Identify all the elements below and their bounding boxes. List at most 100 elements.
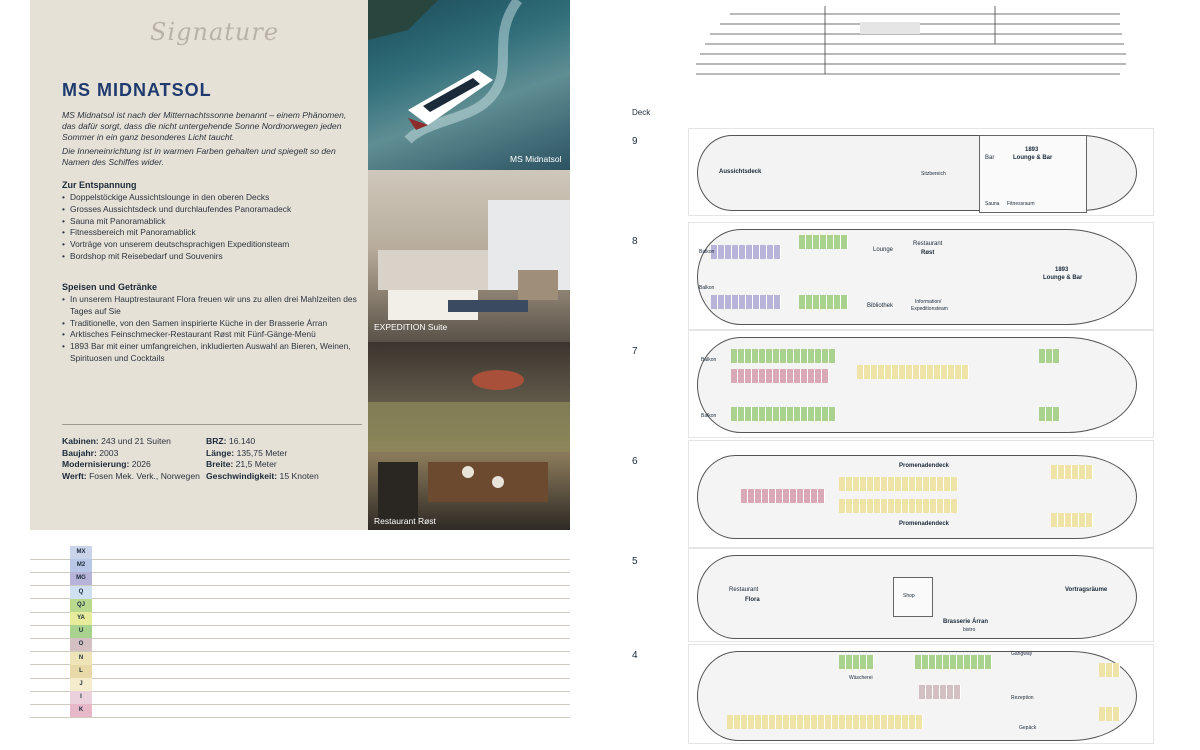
list-item: Fitnessbereich mit Panoramablick [62,227,364,239]
cabin-block [711,295,781,309]
table-row-divider [30,637,570,639]
cabin-block [731,349,836,363]
table-row-divider [30,611,570,613]
cabin-block [731,369,829,383]
room-label: Gepäck [1019,725,1037,731]
ship-side-profile [696,6,1126,75]
table-row-divider [30,624,570,626]
table-row-divider [30,690,570,692]
intro-text: MS Midnatsol ist nach der Mitternachtsso… [62,110,362,171]
room-label: Bar [985,155,995,161]
list-item: In unserem Hauptrestaurant Flora freuen … [62,294,364,318]
deck-heading: Deck [632,108,651,117]
cabin-block [799,295,848,309]
list-item: Bordshop mit Reisebedarf und Souvenirs [62,251,364,263]
signature-script: Signature [150,18,280,46]
room-label: Sitzbereich [921,171,946,177]
deck-7-plan: Balkon Balkon [688,330,1154,438]
cabin-category-code: K [70,704,92,718]
deck-number-7: 7 [632,346,638,357]
cabin-category-code: Q [70,585,92,599]
spec-speed: Geschwindigkeit: 15 Knoten [206,470,319,481]
list-item: Sauna mit Panoramablick [62,216,364,228]
cabin-block [915,655,992,669]
cabin-category-code: YA [70,612,92,625]
deck-5-plan: Restaurant Flora Shop Brasserie Árran bi… [688,548,1154,642]
table-row [96,638,566,651]
spec-beam: Breite: 21,5 Meter [206,459,277,469]
room-label: Flora [745,597,760,603]
spec-gt: BRZ: 16.140 [206,436,256,446]
room-label: Rezeption [1011,695,1034,701]
room-label: Lounge [873,247,894,253]
table-row-divider [30,664,570,666]
table-row [96,599,566,612]
spec-length: Länge: 135,75 Meter [206,447,288,458]
photo-credit [573,200,583,530]
deck-number-9: 9 [632,136,638,147]
photo-caption: EXPEDITION Suite [374,322,448,332]
cabin-block [731,407,836,421]
balcony-label: Balkon [701,413,717,419]
cabin-category-code: MX [70,546,92,559]
room-label: Lounge & Bar [1043,275,1083,281]
cabin-category-code: I [70,691,92,705]
ship-info-panel: Signature MS MIDNATSOL MS Midnatsol ist … [30,0,368,530]
spec-built: Baujahr: 2003 [62,447,119,458]
ship-photo: MS Midnatsol [368,0,570,170]
cabin-block [1039,349,1060,363]
lounge-area [979,135,1087,213]
room-label: Lounge & Bar [1013,155,1053,161]
spec-cabins: Kabinen: 243 und 21 Suiten [62,436,171,446]
table-row [96,691,566,704]
cabin-category-code: O [70,638,92,652]
cabin-block [741,489,825,503]
room-label: Vortragsräume [1065,587,1108,593]
cabin-block [1051,465,1093,479]
room-label: 1893 [1055,267,1069,273]
room-label: Promenadendeck [899,521,950,527]
room-label: Shop [903,593,915,599]
room-label: Expeditionsteam [911,306,948,312]
cabin-block [1039,407,1060,421]
restaurant-illustration [368,370,570,522]
intro-paragraph-1: MS Midnatsol ist nach der Mitternachtsso… [62,110,347,142]
balcony-label: Balkon [699,285,715,291]
table-row [96,612,566,625]
balcony-label: Balkon [701,357,717,363]
table-row [96,665,566,678]
list-item: Doppelstöckige Aussichtslounge in den ob… [62,192,364,204]
table-row [96,625,566,638]
food-heading: Speisen und Getränke [62,282,158,292]
relax-heading: Zur Entspannung [62,180,137,190]
photo-caption: Restaurant Røst [374,516,436,526]
deck-number-5: 5 [632,556,638,567]
room-label: Gangway [1011,651,1033,657]
room-label: Restaurant [913,241,943,247]
table-row-divider [30,558,570,560]
suite-photo: EXPEDITION Suite [368,170,570,342]
cabin-category-code: QJ [70,598,92,612]
cabin-category-code: U [70,625,92,639]
photo-caption: MS Midnatsol [510,154,562,164]
room-label: Fitnessraum [1007,201,1035,207]
room-label: Wäscherei [849,675,873,681]
room-label: bistro [963,627,976,633]
deck-9-plan: Aussichtsdeck Sitzbereich 1893 Lounge & … [688,128,1154,216]
cabin-category-code: J [70,678,92,691]
relax-list: Doppelstöckige Aussichtslounge in den ob… [62,192,364,263]
list-item: Vorträge von unserem deutschsprachigen E… [62,239,364,251]
cabin-block [1051,513,1093,527]
list-item: Grosses Aussichtsdeck und durchlaufendes… [62,204,364,216]
deck-number-8: 8 [632,236,638,247]
food-list: In unserem Hauptrestaurant Flora freuen … [62,294,364,365]
table-row [96,678,566,691]
room-label: Information/ [915,299,942,305]
restaurant-photo: Restaurant Røst [368,342,570,530]
table-row-divider [30,703,570,705]
table-row-divider [30,598,570,600]
deck-number-4: 4 [632,650,638,661]
table-row [96,586,566,599]
suite-illustration [378,200,570,320]
